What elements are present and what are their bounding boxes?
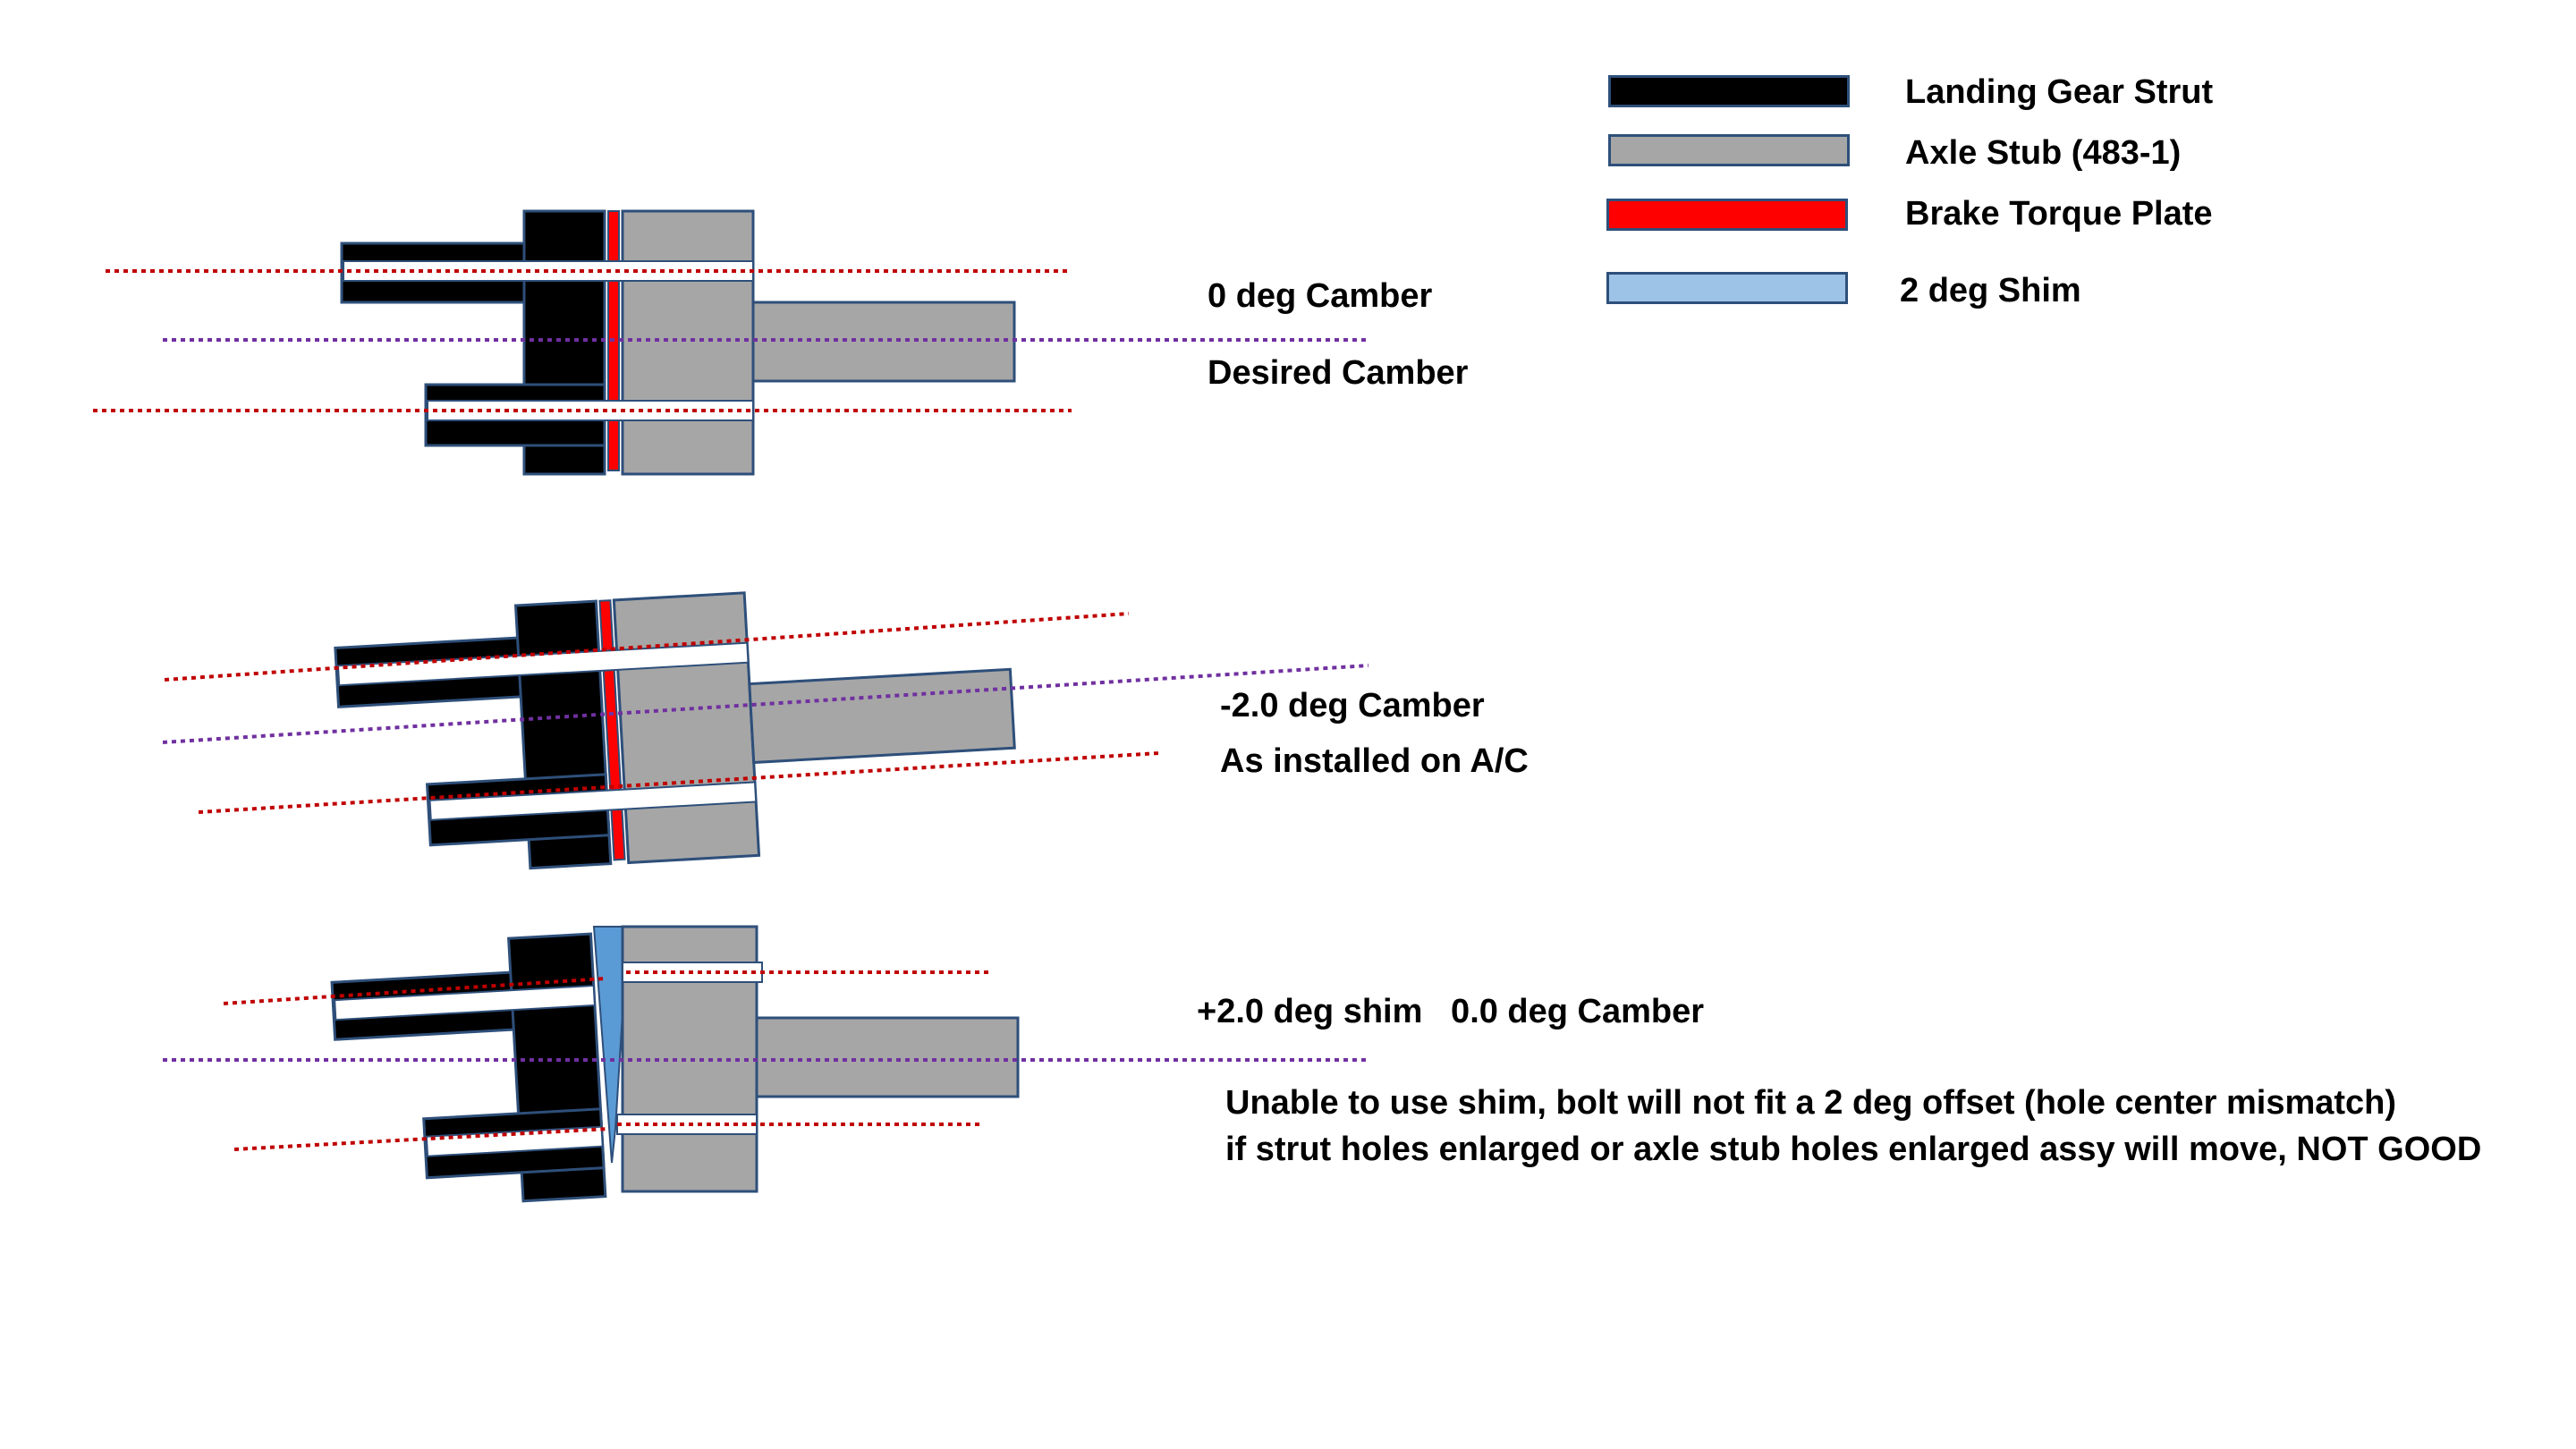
- lower-bolt-strut: [425, 1125, 604, 1157]
- upper-bolt-centerline-2: [164, 612, 1130, 682]
- upper-bolt-strut: [334, 984, 596, 1021]
- legend-label-shim: 2 deg Shim: [1900, 272, 2081, 309]
- note-shim-line2: if strut holes enlarged or axle stub hol…: [1225, 1131, 2482, 1168]
- axle-stub-flange: [621, 209, 755, 476]
- caption-shim: +2.0 deg shim 0.0 deg Camber: [1197, 993, 1705, 1030]
- legend-swatch-strut: [1608, 75, 1850, 107]
- legend-swatch-shim: [1606, 272, 1848, 304]
- legend-swatch-brake: [1606, 199, 1848, 231]
- caption-minus2deg: -2.0 deg Camber: [1220, 687, 1485, 724]
- lower-bolt: [428, 781, 758, 821]
- assembly-0deg: [93, 209, 1368, 476]
- note-desired: Desired Camber: [1208, 354, 1469, 392]
- note-shim-line1: Unable to use shim, bolt will not fit a …: [1225, 1084, 2397, 1122]
- note-installed: As installed on A/C: [1220, 742, 1529, 780]
- legend-swatch-axle: [1608, 134, 1850, 166]
- assembly-minus2deg: [334, 591, 1016, 870]
- strut-rotated: [330, 932, 607, 1203]
- legend-label-axle: Axle Stub (483-1): [1905, 134, 2182, 172]
- axle-stub-shaft: [748, 667, 1016, 765]
- assembly-shim: [330, 925, 1020, 1203]
- shim-wedge: [592, 926, 630, 1164]
- upper-bolt-centerline-3a: [223, 977, 606, 1005]
- axle-stub-flange: [612, 591, 761, 865]
- legend-label-strut: Landing Gear Strut: [1905, 73, 2214, 111]
- axle-stub-shaft: [755, 1016, 1020, 1098]
- legend-label-brake: Brake Torque Plate: [1905, 195, 2213, 233]
- caption-0deg: 0 deg Camber: [1208, 277, 1433, 315]
